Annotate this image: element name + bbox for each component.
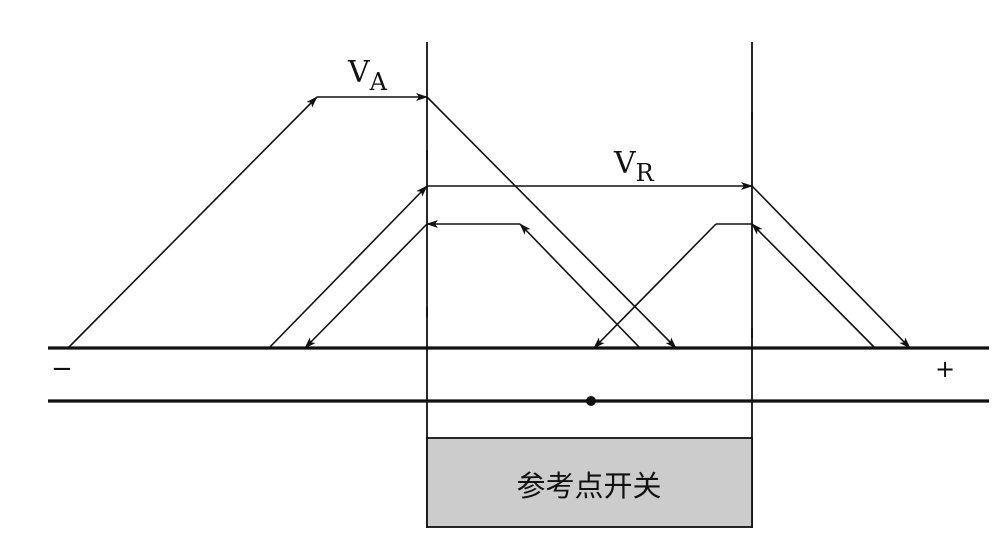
vr-label: VR bbox=[613, 146, 655, 187]
reference-point-dot bbox=[586, 396, 596, 406]
vr-falling-edge bbox=[751, 185, 911, 349]
labels: VA VR − + bbox=[51, 55, 955, 384]
right-inner-descending-edge bbox=[593, 223, 717, 349]
switch-label: 参考点开关 bbox=[516, 469, 661, 503]
vr-rising-edge bbox=[268, 185, 428, 349]
va-rising-edge bbox=[67, 96, 318, 349]
right-inner-rising-edge bbox=[751, 223, 876, 349]
va-falling-edge bbox=[426, 96, 677, 349]
reference-point-switch: 参考点开关 bbox=[426, 437, 753, 528]
speed-profiles bbox=[67, 93, 911, 349]
va-label: VA bbox=[347, 55, 388, 96]
inner-reverse-rising-edge bbox=[519, 223, 641, 349]
inner-reverse-descending-edge bbox=[304, 223, 428, 349]
switch-box bbox=[426, 437, 753, 528]
plus-sign: + bbox=[935, 355, 955, 383]
minus-sign: − bbox=[51, 354, 73, 384]
axes bbox=[48, 346, 989, 406]
